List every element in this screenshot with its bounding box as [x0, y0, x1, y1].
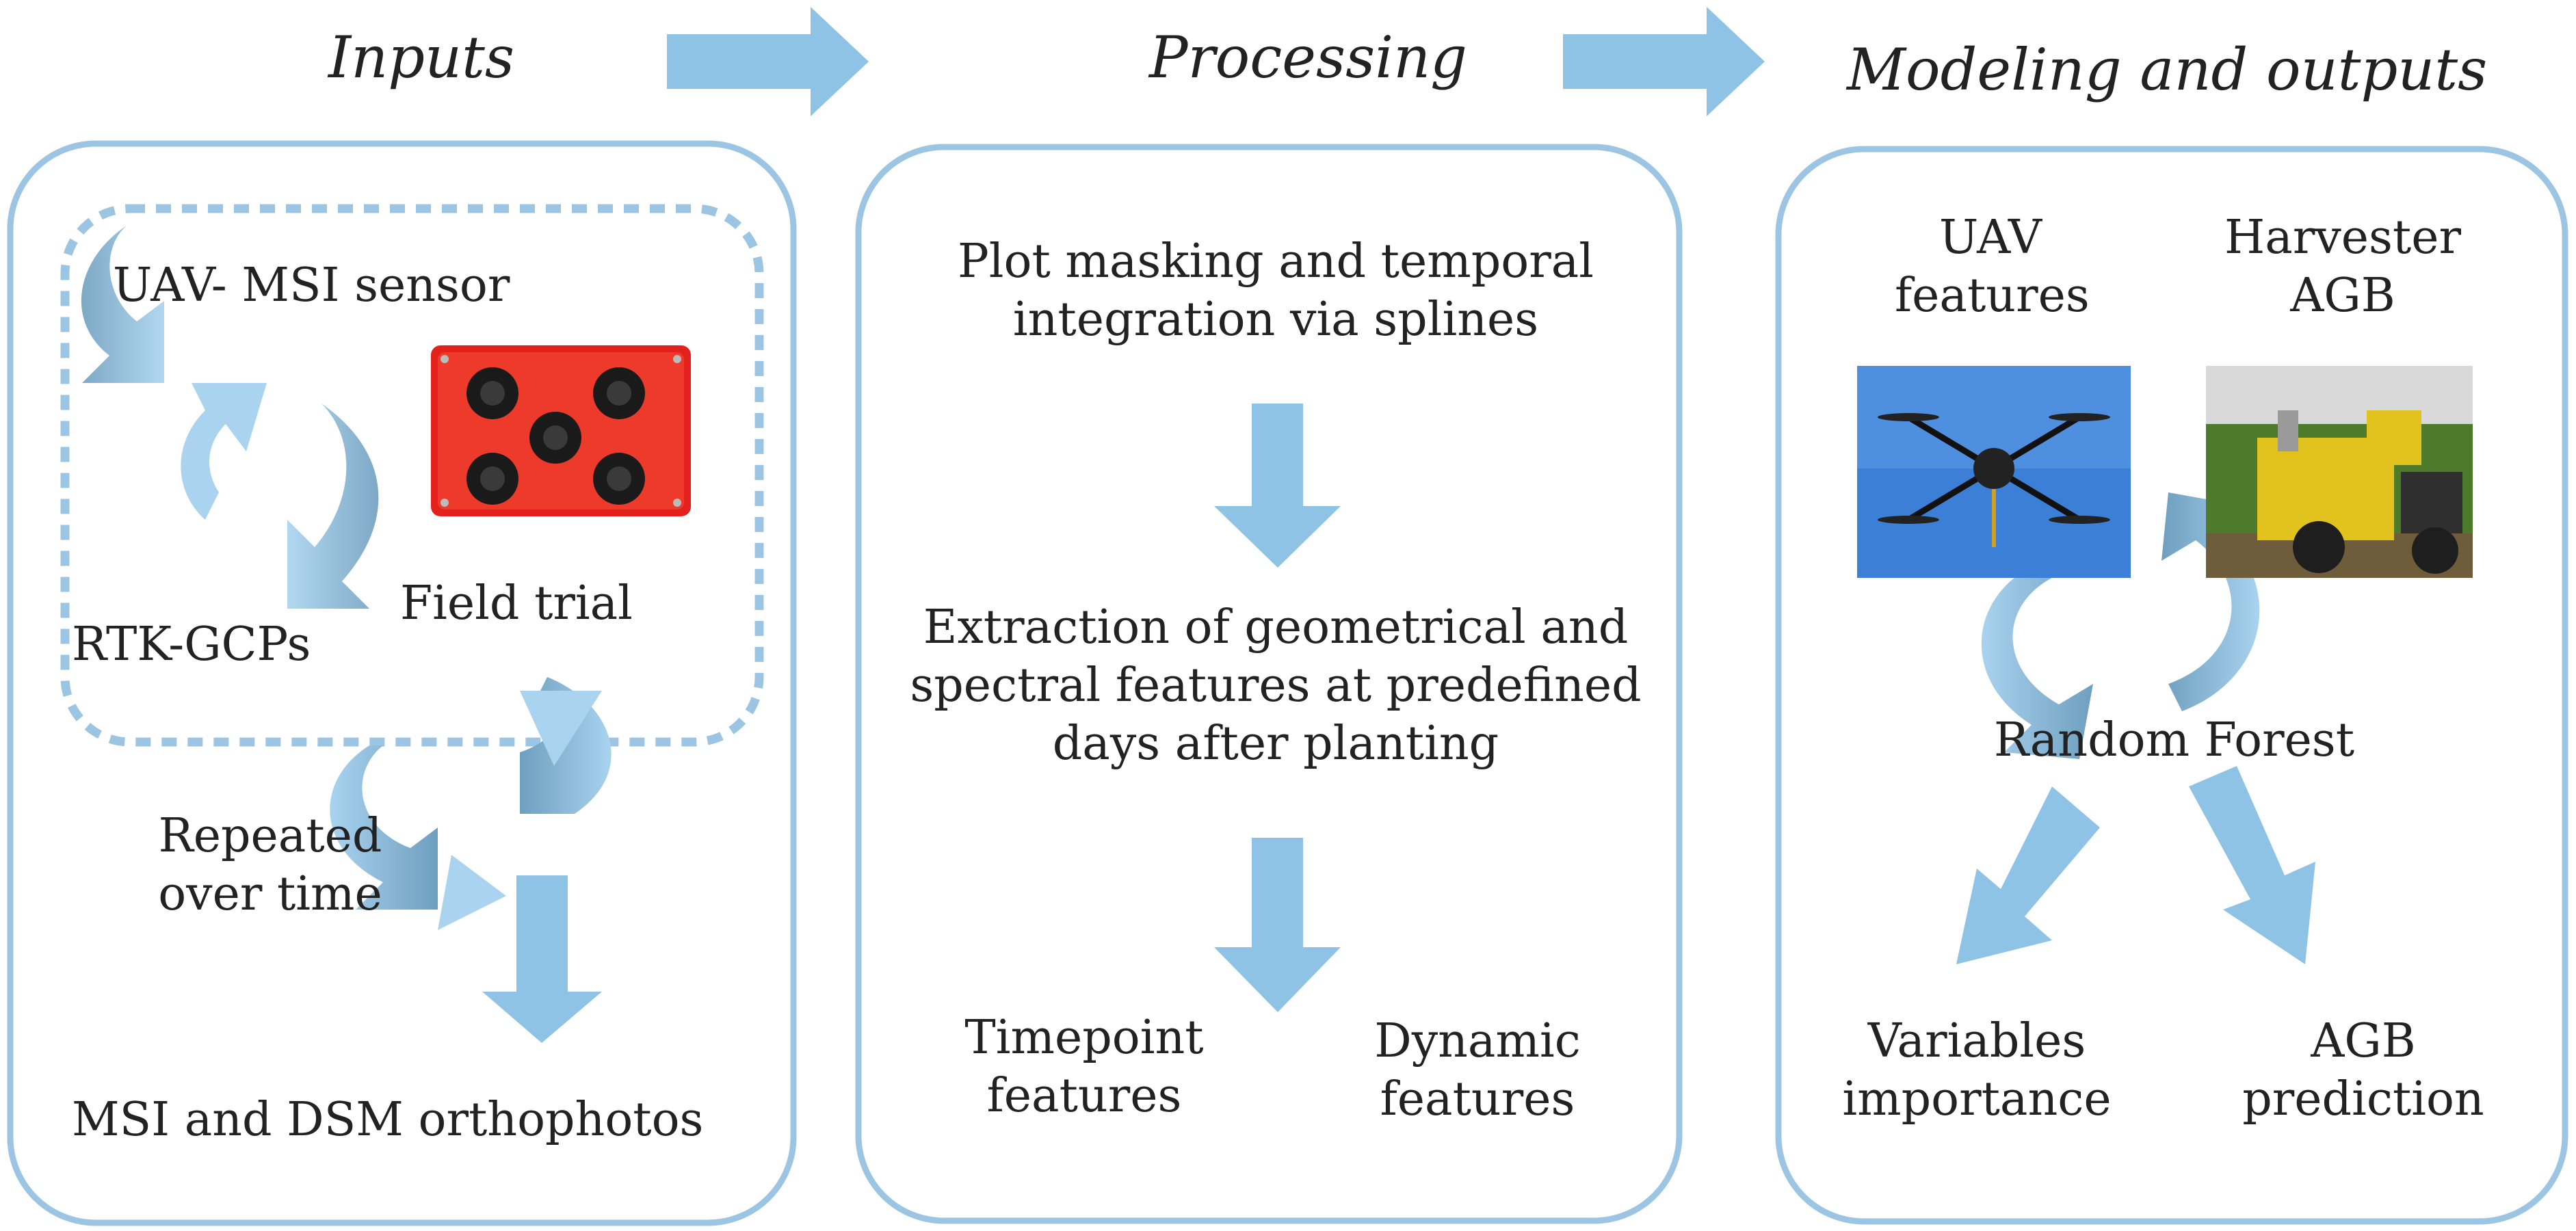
- gcp-label: RTK-GCPs: [72, 618, 311, 672]
- uav-drone-image: [1857, 366, 2131, 578]
- modeling-panel: [1775, 146, 2568, 1225]
- field-trial-label: Field trial: [400, 577, 633, 631]
- repeat-label: Repeated over time: [158, 809, 382, 921]
- gcp-cycle-arrow: [81, 226, 379, 609]
- harvester-image: [2206, 366, 2473, 578]
- random-forest-label: Random Forest: [1994, 713, 2355, 767]
- importance-arrow: [1956, 786, 2100, 964]
- orthophotos-label: MSI and DSM orthophotos: [72, 1093, 704, 1147]
- processing-panel: [855, 144, 1683, 1224]
- masking-step: Plot masking and temporal integration vi…: [958, 235, 1594, 347]
- stage-arrow-1: [667, 7, 869, 116]
- stage-title-processing: Processing: [1149, 24, 1467, 91]
- sensor-label: UAV- MSI sensor: [113, 259, 510, 313]
- inputs-down-arrow: [482, 875, 602, 1043]
- variables-importance: Variables importance: [1842, 1014, 2112, 1126]
- uav-field-dashed-box: [60, 204, 764, 747]
- harvester-agb-label: Harvester AGB: [2224, 211, 2461, 323]
- stage-arrow-2: [1563, 7, 1765, 116]
- agb-prediction: AGB prediction: [2242, 1014, 2484, 1126]
- stage-title-inputs: Inputs: [328, 24, 515, 91]
- inputs-panel: [7, 140, 797, 1226]
- prediction-arrow: [2189, 766, 2315, 964]
- dynamic-features: Dynamic features: [1374, 1014, 1581, 1126]
- timepoint-features: Timepoint features: [964, 1011, 1204, 1123]
- msi-sensor-image: [431, 345, 691, 516]
- processing-down-arrow-2: [1214, 838, 1341, 1012]
- uav-features-label: UAV features: [1895, 211, 2090, 323]
- stage-title-modeling: Modeling and outputs: [1847, 36, 2488, 103]
- repeat-cycle-arrow: [330, 677, 612, 930]
- extraction-step: Extraction of geometrical and spectral f…: [910, 600, 1642, 771]
- processing-down-arrow-1: [1214, 403, 1341, 568]
